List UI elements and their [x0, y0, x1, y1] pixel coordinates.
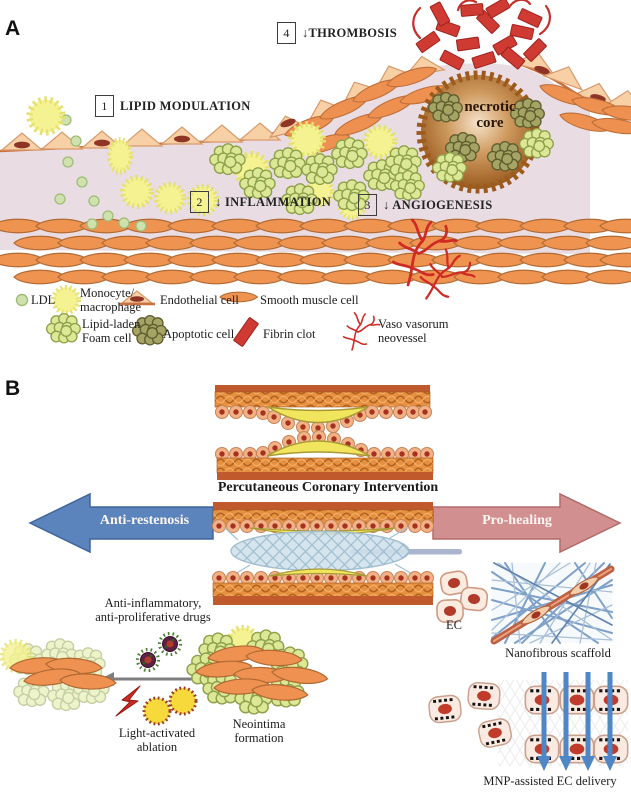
ablation-particle	[142, 696, 172, 726]
fibrin-clot	[412, 0, 552, 71]
balloon-catheter	[224, 526, 413, 575]
ablation-group	[115, 685, 198, 726]
legend-label-foam-cell: Lipid-laden Foam cell	[82, 317, 141, 345]
annotation-angiogenesis: 3 ↓ ANGIOGENESIS	[358, 194, 492, 216]
necrotic-core-label: necrotic core	[464, 99, 516, 131]
ablation-particle	[168, 686, 198, 716]
ec-caption: EC	[446, 618, 462, 632]
ec-cells	[435, 569, 489, 624]
annotation-text: LIPID MODULATION	[120, 98, 251, 113]
mnp-delivery-group	[427, 672, 629, 771]
vessel-segment-3	[212, 502, 462, 605]
annotation-number-box: 4	[277, 22, 296, 44]
legend-label-fibrin: Fibrin clot	[263, 327, 316, 341]
annotation-text: ↓ INFLAMMATION	[215, 194, 332, 209]
legend-label-endothelial: Endothelial cell	[160, 293, 239, 307]
vaso-vasorum-icon	[342, 312, 381, 351]
drug-particles	[135, 631, 183, 673]
plaque	[266, 440, 371, 457]
annotation-text: ↓THROMBOSIS	[302, 25, 397, 40]
plaque	[267, 406, 369, 424]
foam-cell-icon	[45, 312, 81, 344]
neointima-caption: Neointima formation	[232, 717, 286, 745]
plaque-compressed-bottom	[269, 568, 368, 577]
annotation-text: ↓ ANGIOGENESIS	[383, 197, 493, 212]
legend-label-smooth-muscle: Smooth muscle cell	[260, 293, 359, 307]
panel-a-label: A	[5, 17, 21, 40]
annotation-lipid-modulation: 1 LIPID MODULATION	[95, 95, 251, 117]
lightning-icon	[115, 685, 141, 717]
panel-b-illustration	[0, 385, 629, 771]
monocyte-macrophage-icon	[53, 287, 78, 312]
ablation-caption: Light-activated ablation	[118, 726, 196, 754]
neointima-cluster	[186, 628, 330, 715]
anti-restenosis-label: Anti-restenosis	[99, 513, 190, 528]
scaffold-caption: Nanofibrous scaffold	[505, 646, 611, 660]
ldl-icon	[15, 293, 29, 307]
fibrin-clot-icon	[233, 317, 259, 347]
pci-title: Percutaneous Coronary Intervention	[217, 480, 439, 495]
treated-vessel-cluster	[2, 638, 117, 712]
delivery-arrows	[537, 672, 617, 771]
panel-b-label: B	[5, 377, 21, 400]
legend-label-monocyte: Monocyte/ macrophage	[80, 286, 142, 314]
legend-label-apoptotic: Apoptotic cell	[163, 327, 235, 341]
annotation-inflammation: 2 ↓ INFLAMMATION	[190, 191, 331, 213]
annotation-thrombosis: 4 ↓THROMBOSIS	[277, 22, 397, 44]
nanofibrous-scaffold	[490, 562, 615, 645]
panel-a-illustration	[0, 0, 631, 351]
legend-label-vaso-vasorum: Vaso vasorum neovessel	[378, 317, 449, 345]
mnp-caption: MNP-assisted EC delivery	[483, 774, 617, 788]
annotation-number-box: 2	[190, 191, 209, 213]
vessel-segment-1	[214, 385, 432, 435]
annotation-number-box: 3	[358, 194, 377, 216]
vessel-segment-2	[215, 430, 434, 480]
endothelial-cell-icon	[119, 290, 155, 306]
annotation-number-box: 1	[95, 95, 114, 117]
stent-mesh	[231, 531, 409, 571]
legend-icons	[15, 287, 381, 351]
pro-healing-label: Pro-healing	[482, 513, 552, 528]
drugs-caption: Anti-inflammatory, anti-proliferative dr…	[95, 596, 211, 624]
necrotic-core	[416, 70, 554, 194]
legend-label-ldl: LDL	[31, 293, 56, 307]
